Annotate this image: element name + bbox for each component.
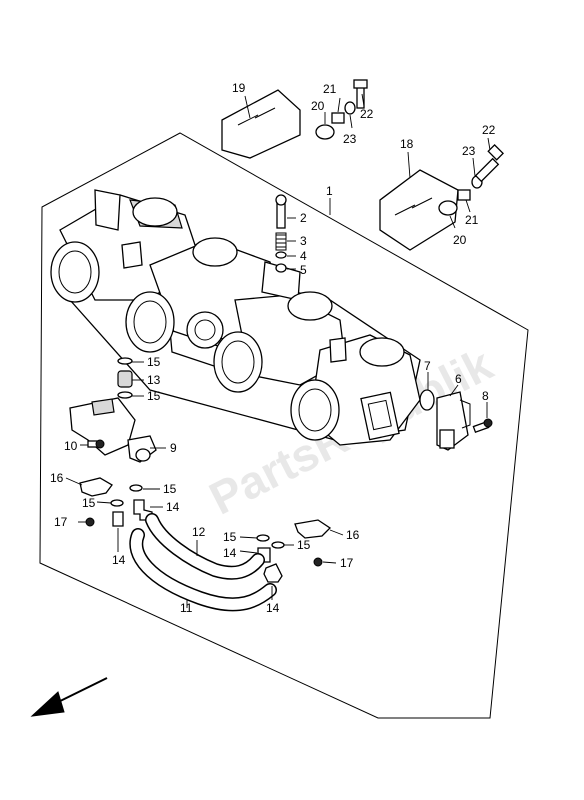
seal-15b (117, 391, 133, 399)
washer-23a (344, 101, 356, 115)
callout-14d: 14 (266, 601, 280, 615)
callout-19: 19 (232, 81, 246, 95)
callout-16b: 16 (346, 528, 360, 542)
callout-17a: 17 (54, 515, 68, 529)
callout-labels: 1 2 3 4 5 6 7 8 9 10 11 12 13 14 14 14 1… (50, 81, 496, 615)
grommet-20a (315, 124, 335, 140)
callout-12: 12 (192, 525, 206, 539)
seal-15f (271, 541, 285, 549)
collar-21b (457, 189, 471, 201)
leader-lines (65, 93, 491, 608)
callout-15d: 15 (82, 496, 96, 510)
seal-15a (117, 357, 133, 365)
seal-15d (110, 499, 124, 507)
callout-20a: 20 (311, 99, 325, 113)
bolt-22b (474, 144, 504, 183)
callout-23a: 23 (343, 132, 357, 146)
callout-9: 9 (170, 441, 177, 455)
callout-1: 1 (326, 184, 333, 198)
callout-4: 4 (300, 249, 307, 263)
assembly-frame (39, 132, 529, 719)
bolt-22a (353, 79, 368, 109)
screw-17a (85, 517, 95, 527)
callout-2: 2 (300, 211, 307, 225)
seal-15e (256, 534, 270, 542)
grommet-20b (438, 200, 458, 216)
callout-22b: 22 (482, 123, 496, 137)
callout-13: 13 (147, 373, 161, 387)
o-ring (419, 389, 435, 411)
callout-15b: 15 (147, 389, 161, 403)
joint-14b (112, 511, 124, 527)
cover-18 (379, 169, 459, 251)
callout-17b: 17 (340, 556, 354, 570)
callout-10: 10 (64, 439, 78, 453)
callout-3: 3 (300, 234, 307, 248)
callout-15f: 15 (297, 538, 311, 552)
callout-6: 6 (455, 372, 462, 386)
callout-5: 5 (300, 263, 307, 277)
screw-spring-stack (275, 194, 287, 273)
callout-11: 11 (180, 601, 193, 615)
idle-control-valve (69, 397, 157, 463)
collar-21a (331, 112, 345, 124)
callout-21a: 21 (323, 82, 337, 96)
valve-screw (87, 439, 105, 449)
joint-part-13 (117, 370, 133, 388)
callout-20b: 20 (453, 233, 467, 247)
cover-19 (221, 89, 301, 159)
callout-15a: 15 (147, 355, 161, 369)
callout-14a: 14 (166, 500, 180, 514)
screw-17b (313, 557, 323, 567)
sensor-screw (472, 418, 493, 434)
throttle-body-assembly (50, 189, 421, 446)
callout-14b: 14 (112, 553, 126, 567)
seal-15c (129, 484, 143, 492)
callout-23b: 23 (462, 144, 476, 158)
bracket-16a (79, 477, 113, 497)
callout-8: 8 (482, 389, 489, 403)
callout-15c: 15 (163, 482, 177, 496)
joint-14d (263, 563, 283, 583)
callout-22a: 22 (360, 107, 374, 121)
callout-15e: 15 (223, 530, 237, 544)
callout-7: 7 (424, 359, 431, 373)
callout-21b: 21 (465, 213, 479, 227)
callout-14c: 14 (223, 546, 237, 560)
front-direction-arrow-icon (30, 677, 108, 717)
callout-18: 18 (400, 137, 414, 151)
callout-16a: 16 (50, 471, 64, 485)
bracket-16b (294, 519, 332, 539)
throttle-position-sensor (436, 391, 471, 451)
